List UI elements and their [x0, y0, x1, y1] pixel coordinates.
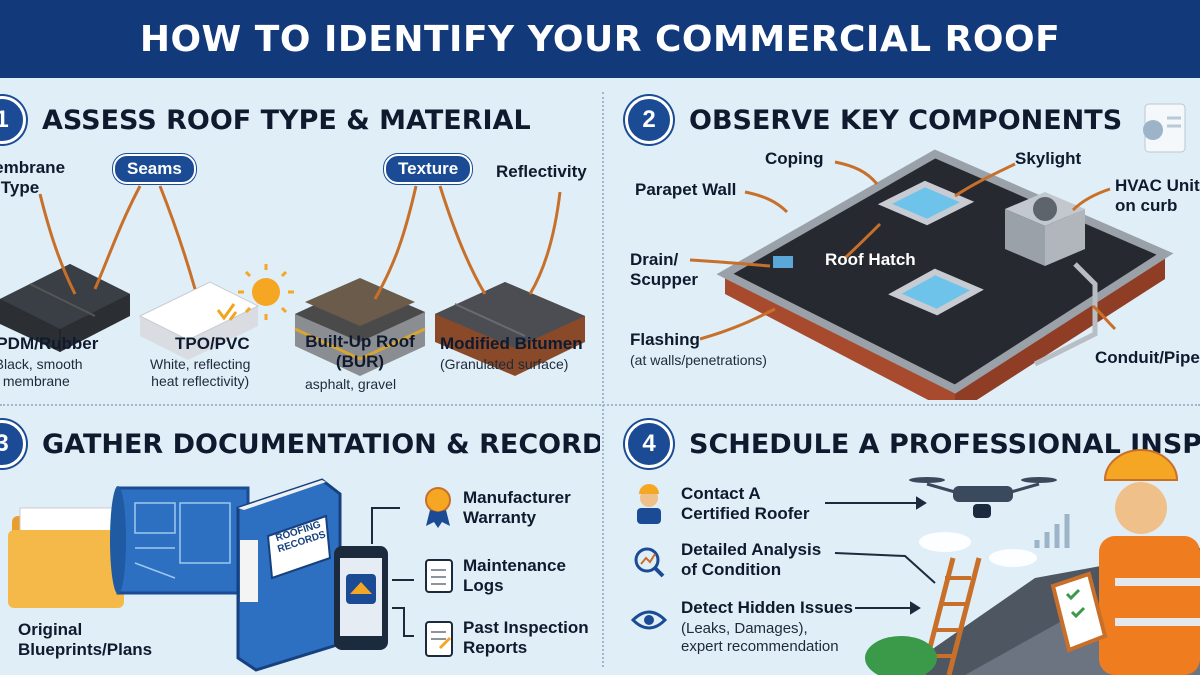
maintenance-logs-label: Maintenance Logs — [463, 556, 566, 596]
blueprint-icon — [110, 486, 250, 595]
section-3-title: GATHER DOCUMENTATION & RECORDS — [42, 428, 600, 460]
roof-material-samples — [0, 185, 585, 376]
roofing-records-binder-icon — [236, 478, 342, 672]
section-inspection: 4 SCHEDULE A PROFESSIONAL INSPECTION — [605, 408, 1200, 675]
inspection-reports-label: Past Inspection Reports — [463, 618, 589, 658]
step-number-badge: 4 — [625, 420, 673, 468]
flashing-sub-label: (at walls/penetrations) — [630, 352, 767, 368]
material-desc: asphalt, gravel — [305, 376, 397, 392]
eye-icon — [630, 610, 668, 630]
skylight-label: Skylight — [1015, 149, 1082, 168]
banner: HOW TO IDENTIFY YOUR COMMERCIAL ROOF — [0, 0, 1200, 78]
material-desc: (Granulated surface) — [440, 356, 569, 372]
magnifier-chart-icon — [634, 547, 665, 578]
drone-icon — [909, 477, 1057, 518]
material-name: TPO/PVC — [175, 334, 250, 353]
material-name: EPDM/Rubber — [0, 334, 99, 353]
seams-pill: Seams — [113, 154, 196, 184]
detailed-analysis-label: Detailed Analysis of Condition — [681, 540, 822, 580]
hvac-label: HVAC Unit on curb — [1115, 176, 1200, 215]
callout-arrows — [38, 185, 562, 300]
warranty-label: Manufacturer Warranty — [463, 488, 571, 528]
clipboard-log-icon — [425, 559, 453, 593]
inspection-illustration — [630, 449, 1200, 675]
flashing-label: Flashing — [630, 330, 700, 349]
coping-label: Coping — [765, 149, 824, 168]
section-4-title: SCHEDULE A PROFESSIONAL INSPECTION — [689, 428, 1200, 460]
divider-vertical — [602, 92, 604, 667]
growth-chart-icon — [1034, 514, 1070, 548]
section-key-components: 2 OBSERVE KEY COMPONENTS — [605, 84, 1200, 400]
membrane-type-label: Membrane Type — [0, 158, 66, 197]
roof-diagram — [689, 149, 1174, 400]
material-name: Modified Bitumen — [440, 334, 583, 353]
report-document-icon — [425, 621, 453, 657]
parapet-wall-label: Parapet Wall — [635, 180, 737, 199]
material-name: Built-Up Roof (BUR) — [305, 332, 415, 371]
tpo-sample-icon — [138, 281, 260, 360]
bur-sample-icon — [294, 278, 426, 376]
step-number-badge: 2 — [625, 96, 673, 144]
report-chart-icon — [1143, 103, 1186, 153]
callout-arrows — [689, 160, 1117, 341]
detect-issues-sub-label: (Leaks, Damages), expert recommendation — [681, 620, 839, 655]
blueprints-label: Original Blueprints/Plans — [18, 620, 153, 660]
documents-illustration — [8, 478, 453, 672]
material-desc: (Black, smooth membrane — [0, 356, 83, 389]
section-roof-type: 1 ASSESS ROOF TYPE & MATERIAL Membrane T… — [0, 84, 600, 400]
section-4-heading: 4 SCHEDULE A PROFESSIONAL INSPECTION — [625, 420, 1200, 468]
reflectivity-label: Reflectivity — [496, 162, 587, 181]
contact-roofer-label: Contact A Certified Roofer — [681, 484, 810, 524]
section-2-title: OBSERVE KEY COMPONENTS — [689, 104, 1123, 136]
modified-bitumen-sample-icon — [435, 282, 585, 376]
roof-hatch-label: Roof Hatch — [825, 250, 916, 269]
divider-horizontal — [0, 404, 1200, 406]
page-title: HOW TO IDENTIFY YOUR COMMERCIAL ROOF — [139, 18, 1061, 60]
section-2-heading: 2 OBSERVE KEY COMPONENTS — [625, 96, 1122, 144]
roofer-person-icon — [637, 484, 661, 524]
detect-issues-label: Detect Hidden Issues — [681, 598, 853, 617]
section-1-title: ASSESS ROOF TYPE & MATERIAL — [42, 104, 531, 136]
section-1-heading: 1 ASSESS ROOF TYPE & MATERIAL — [0, 96, 531, 144]
material-desc: White, reflecting heat reflectivity) — [150, 356, 251, 389]
phone-icon — [334, 546, 388, 650]
award-ribbon-icon — [425, 487, 451, 528]
inspector-person-icon — [1050, 449, 1200, 675]
sun-icon — [238, 264, 294, 320]
drain-scupper-label: Drain/ Scupper — [630, 250, 699, 289]
folder-icon — [8, 507, 124, 608]
texture-pill: Texture — [384, 154, 473, 184]
conduit-label: Conduit/Pipes — [1095, 348, 1200, 367]
section-documentation: 3 GATHER DOCUMENTATION & RECORDS — [0, 408, 600, 675]
section-3-heading: 3 GATHER DOCUMENTATION & RECORDS — [0, 420, 600, 468]
